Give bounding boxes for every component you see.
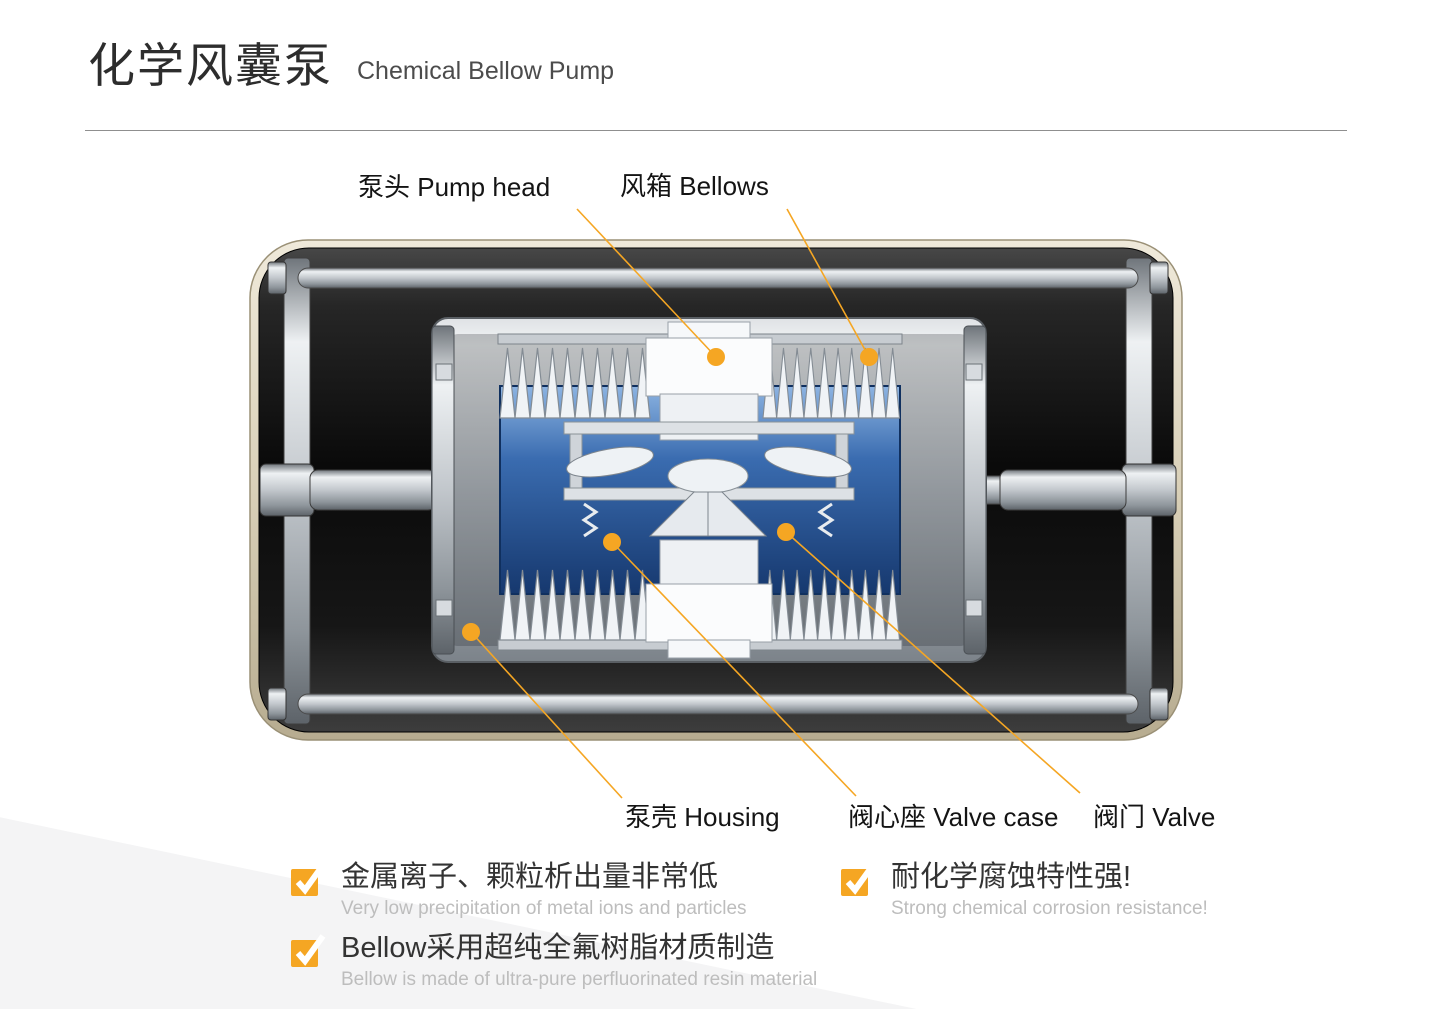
feature-text-block: 耐化学腐蚀特性强! Strong chemical corrosion resi… <box>891 860 1208 920</box>
pump-diagram-illustration <box>249 239 1183 741</box>
feature-corrosion-resistance: 耐化学腐蚀特性强! Strong chemical corrosion resi… <box>839 860 1208 920</box>
label-housing: 泵壳 Housing <box>625 802 780 832</box>
valve-assembly <box>563 421 855 538</box>
check-icon <box>291 934 326 967</box>
bottom-center-block <box>645 539 773 659</box>
check-icon <box>291 863 326 896</box>
label-valve-case: 阀心座 Valve case <box>848 802 1059 832</box>
header: 化学风囊泵 Chemical Bellow Pump <box>88 42 614 89</box>
label-valve: 阀门 Valve <box>1093 802 1216 832</box>
page-subtitle: Chemical Bellow Pump <box>357 57 615 85</box>
check-icon <box>841 863 876 896</box>
label-bellows: 风箱 Bellows <box>620 171 769 201</box>
feature-bellow-material: Bellow采用超纯全氟树脂材质制造 Bellow is made of ult… <box>289 931 817 991</box>
feature-title-zh: 耐化学腐蚀特性强! <box>891 861 1132 893</box>
feature-title-zh: Bellow采用超纯全氟树脂材质制造 <box>341 932 775 964</box>
feature-text-block: 金属离子、颗粒析出量非常低 Very low precipitation of … <box>341 860 747 920</box>
page-title: 化学风囊泵 <box>88 39 333 92</box>
header-divider <box>85 130 1347 131</box>
feature-subtitle-en: Strong chemical corrosion resistance! <box>891 897 1208 919</box>
feature-title-zh: 金属离子、颗粒析出量非常低 <box>341 861 719 893</box>
feature-subtitle-en: Bellow is made of ultra-pure perfluorina… <box>341 968 818 990</box>
label-pump-head: 泵头 Pump head <box>358 172 551 202</box>
feature-text-block: Bellow采用超纯全氟树脂材质制造 Bellow is made of ult… <box>341 931 817 991</box>
feature-metal-ions: 金属离子、颗粒析出量非常低 Very low precipitation of … <box>289 860 747 920</box>
feature-subtitle-en: Very low precipitation of metal ions and… <box>341 897 747 919</box>
